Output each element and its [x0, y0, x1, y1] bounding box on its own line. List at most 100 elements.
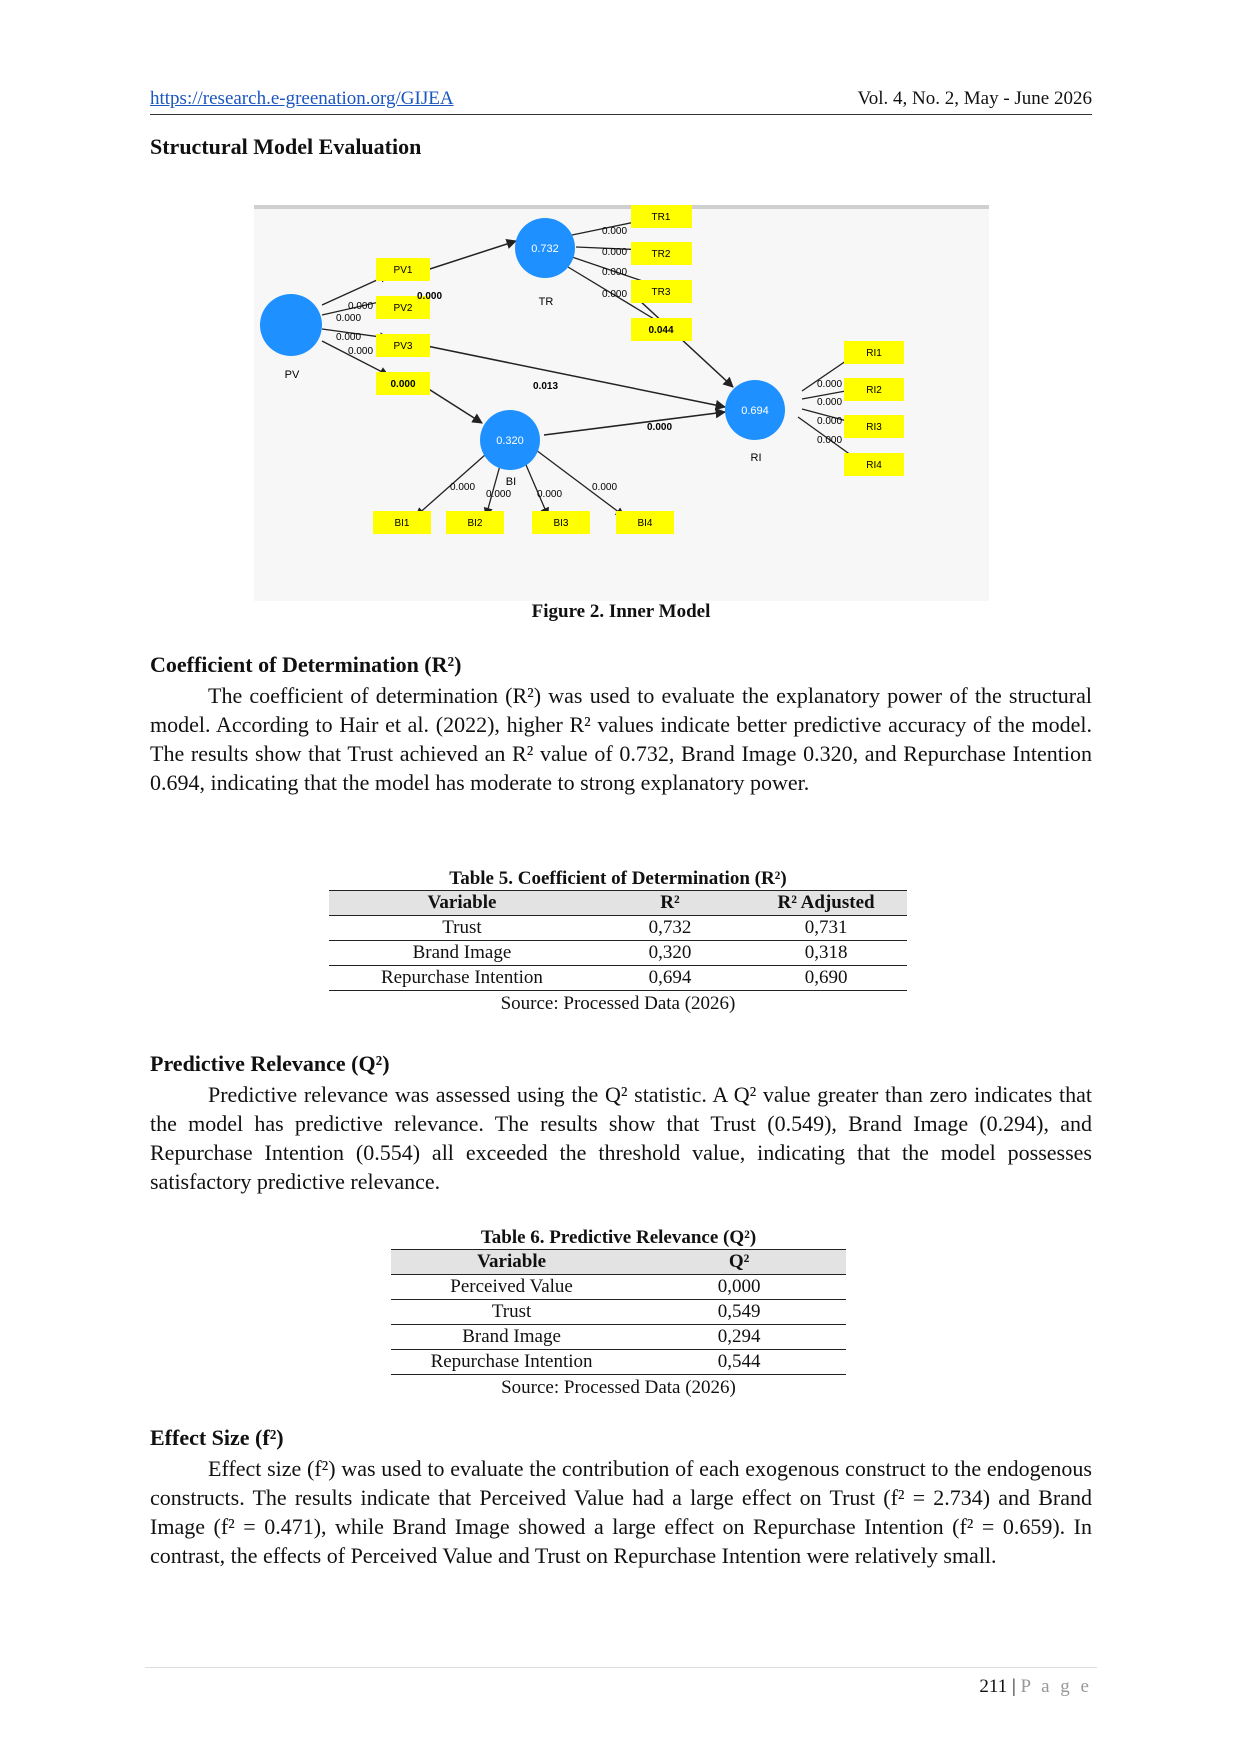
table-cell: 0,544	[632, 1349, 846, 1375]
indicator-tr2-label: TR2	[652, 249, 671, 260]
indicator-ri2	[844, 378, 904, 401]
table-cell: Brand Image	[391, 1324, 633, 1350]
indicator-bi2	[446, 511, 504, 534]
table-row: Brand Image 0,294	[391, 1324, 846, 1350]
path-value-pv-bi: 0.000	[390, 379, 415, 390]
table-cell: 0,320	[594, 940, 746, 966]
r2-tr: 0.732	[531, 243, 559, 255]
paragraph-q2-text: Predictive relevance was assessed using …	[150, 1082, 1092, 1194]
paragraph-r2: The coefficient of determination (R²) wa…	[150, 681, 1092, 797]
indicator-tr1	[631, 205, 692, 228]
path-diagram: 0.732 0.320 0.694 PV TR BI RI PV1 PV2 PV…	[254, 205, 989, 534]
table-row: Trust 0,732 0,731	[329, 915, 907, 941]
page-header: https://research.e-greenation.org/GIJEA …	[150, 88, 1092, 115]
table-6: Table 6. Predictive Relevance (Q²) Varia…	[391, 1227, 846, 1399]
indicator-pv3-label: PV3	[394, 341, 413, 352]
volume-info: Vol. 4, No. 2, May - June 2026	[857, 88, 1092, 109]
table-row: Perceived Value 0,000	[391, 1274, 846, 1300]
pv-loading-2: 0.000	[336, 313, 361, 324]
table-cell: Perceived Value	[391, 1274, 633, 1300]
page: https://research.e-greenation.org/GIJEA …	[145, 0, 1097, 1754]
tr-loading-4: 0.000	[602, 289, 627, 300]
indicator-bi2-label: BI2	[467, 518, 482, 529]
path-value-tr-ri: 0.044	[648, 325, 673, 336]
table-cell: Repurchase Intention	[329, 965, 595, 991]
table-5-grid: Variable R² R² Adjusted Trust 0,732 0,73…	[329, 890, 907, 991]
pv-loading-arrows	[321, 274, 389, 376]
bi-loading-2: 0.000	[486, 489, 511, 500]
path-value-pv-ri: 0.013	[533, 381, 558, 392]
path-label-box-tr-ri	[631, 318, 692, 341]
table-6-grid: Variable Q² Perceived Value 0,000 Trust …	[391, 1249, 846, 1375]
table-cell: Brand Image	[329, 940, 595, 966]
journal-url-link[interactable]: https://research.e-greenation.org/GIJEA	[150, 88, 454, 109]
table-row: Brand Image 0,320 0,318	[329, 940, 907, 966]
page-label: P a g e	[1020, 1676, 1092, 1697]
table-6-caption: Table 6. Predictive Relevance (Q²)	[480, 1227, 757, 1248]
indicator-tr3-label: TR3	[652, 287, 671, 298]
indicator-bi4	[616, 511, 674, 534]
indicator-tr2	[631, 242, 692, 265]
ri-loading-1: 0.000	[817, 379, 842, 390]
indicator-ri3	[844, 415, 904, 438]
indicator-ri4	[844, 453, 904, 476]
pv-loading-values: 0.000 0.000 0.000 0.000	[336, 301, 373, 357]
table-5: Table 5. Coefficient of Determination (R…	[329, 868, 907, 1015]
paragraph-f2-text: Effect size (f²) was used to evaluate th…	[150, 1456, 1092, 1568]
table-cell: 0,318	[745, 940, 907, 966]
pv-loading-1: 0.000	[348, 301, 373, 312]
table-5-header-r2: R²	[594, 890, 746, 916]
bi-loading-values: 0.000 0.000 0.000 0.000	[450, 482, 617, 500]
indicator-tr1-label: TR1	[652, 212, 671, 223]
table-cell: Repurchase Intention	[391, 1349, 633, 1375]
label-tr: TR	[539, 296, 554, 308]
table-6-source: Source: Processed Data (2026)	[501, 1377, 736, 1398]
construct-ri	[725, 380, 785, 440]
table-cell: 0,732	[594, 915, 746, 941]
section-heading-f2: Effect Size (f²)	[150, 1425, 284, 1450]
table-5-header-variable: Variable	[329, 890, 595, 916]
bi-loading-3: 0.000	[537, 489, 562, 500]
ri-loading-values: 0.000 0.000 0.000 0.000	[817, 379, 842, 446]
ri-loading-4: 0.000	[817, 435, 842, 446]
construct-tr	[515, 218, 575, 278]
page-number: 211	[979, 1676, 1008, 1697]
indicator-pv1	[376, 258, 430, 281]
indicator-ri1-label: RI1	[866, 348, 882, 359]
paragraph-f2: Effect size (f²) was used to evaluate th…	[150, 1454, 1092, 1570]
bi-loading-1: 0.000	[450, 482, 475, 493]
ri-loading-2: 0.000	[817, 397, 842, 408]
indicator-ri1	[844, 341, 904, 364]
table-6-header-variable: Variable	[391, 1249, 633, 1275]
tr-loading-1: 0.000	[602, 226, 627, 237]
bi-loading-4: 0.000	[592, 482, 617, 493]
inner-model-figure: 0.732 0.320 0.694 PV TR BI RI PV1 PV2 PV…	[254, 205, 989, 601]
indicator-pv2	[376, 296, 430, 319]
construct-pv	[260, 294, 322, 356]
table-5-header-r2-adjusted: R² Adjusted	[745, 890, 907, 916]
construct-bi	[480, 410, 540, 470]
label-bi: BI	[506, 476, 516, 488]
indicator-ri2-label: RI2	[866, 385, 882, 396]
table-cell: 0,694	[594, 965, 746, 991]
r2-bi: 0.320	[496, 435, 524, 447]
table-cell: 0,731	[745, 915, 907, 941]
indicator-bi4-label: BI4	[637, 518, 652, 529]
tr-loading-2: 0.000	[602, 247, 627, 258]
table-cell: Trust	[329, 915, 595, 941]
indicator-ri3-label: RI3	[866, 422, 882, 433]
table-5-caption: Table 5. Coefficient of Determination (R…	[449, 868, 787, 889]
indicator-bi3	[532, 511, 590, 534]
table-cell: 0,294	[632, 1324, 846, 1350]
section-heading-r2: Coefficient of Determination (R²)	[150, 652, 462, 677]
section-heading-q2: Predictive Relevance (Q²)	[150, 1051, 390, 1076]
path-value-bi-ri: 0.000	[647, 422, 672, 433]
figure-caption: Figure 2. Inner Model	[531, 601, 711, 622]
table-row: Trust 0,549	[391, 1299, 846, 1325]
r2-ri: 0.694	[741, 405, 769, 417]
indicator-bi1	[373, 511, 431, 534]
indicator-bi3-label: BI3	[553, 518, 568, 529]
tr-loading-3: 0.000	[602, 267, 627, 278]
table-5-source: Source: Processed Data (2026)	[500, 993, 736, 1014]
indicator-pv3	[376, 334, 430, 357]
